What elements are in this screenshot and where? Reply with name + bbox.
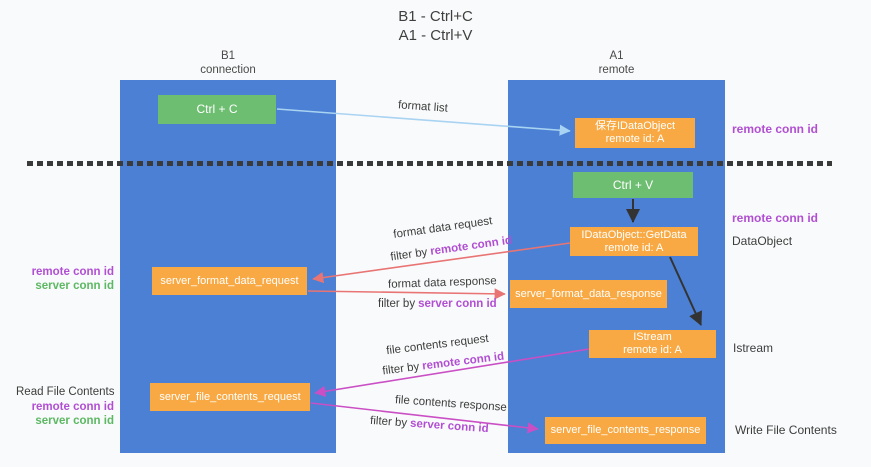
label-write-file-contents: Write File Contents [735,423,837,437]
diagram-title: B1 - Ctrl+C A1 - Ctrl+V [0,7,871,45]
edge-label-file-contents-response: file contents response [394,394,508,414]
column-b1-name: B1 [220,50,236,62]
node-server-file-contents-response: server_file_contents_response [545,417,706,444]
node-saved-idataobject-line2: remote id: A [605,133,665,145]
node-server-format-data-request: server_format_data_request [152,267,307,295]
node-idataobject-getdata: IDataObject::GetData remote id: A [570,227,698,256]
node-ctrl-v: Ctrl + V [573,172,693,198]
node-saved-idataobject-line1: 保存IDataObject [594,120,676,132]
filter-key-server-conn-id: server conn id [409,417,489,436]
node-getdata-line2: remote id: A [604,241,664,254]
filter-key-remote-conn-id: remote conn id [421,350,505,373]
node-istream: IStream remote id: A [589,330,716,358]
node-getdata-line1: IDataObject::GetData [581,228,687,241]
column-a1-name: A1 [609,50,624,62]
node-file-response-label: server_file_contents_response [550,424,701,436]
edge-label-format-data-request: format data request [392,215,494,241]
label-istream: Istream [733,341,774,355]
node-ctrl-c-label: Ctrl + C [196,102,238,116]
title-line-1: B1 - Ctrl+C [398,8,473,25]
filter-prefix: filter by [378,298,416,310]
node-server-format-data-response: server_format_data_response [510,280,667,308]
node-format-request-label: server_format_data_request [160,274,299,287]
node-istream-line2: remote id: A [623,344,682,356]
label-remote-conn-id-right-mid: remote conn id [732,211,819,225]
node-istream-line1: IStream [633,331,672,343]
node-server-file-contents-request: server_file_contents_request [150,383,310,411]
label-remote-conn-id-right-top: remote conn id [732,122,819,136]
arrow-format-data-response [307,288,506,300]
filter-key-server-conn-id: server conn id [418,298,497,310]
filter-key-remote-conn-id: remote conn id [429,234,513,258]
edge-label-format-data-response: format data response [387,275,497,291]
column-header-b1: B1 connection [120,49,336,77]
label-remote-conn-id-left-top: remote conn id [31,266,114,278]
node-format-response-label: server_format_data_response [515,287,662,300]
filter-prefix: filter by [389,246,429,264]
label-dataobject: DataObject [732,234,793,248]
label-read-file-contents: Read File Contents [16,386,115,398]
machine-boundary-dashed-line [27,161,832,166]
column-a1-role: remote [598,64,635,76]
label-server-conn-id-left-top: server conn id [35,280,114,292]
node-ctrl-v-label: Ctrl + V [612,177,654,192]
node-saved-idataobject: 保存IDataObject remote id: A [575,118,695,148]
node-ctrl-c: Ctrl + C [158,95,276,124]
label-server-conn-id-left-bottom: server conn id [35,415,114,427]
edge-label-format-list: format list [397,99,449,115]
title-line-2: A1 - Ctrl+V [398,27,473,44]
filter-prefix: filter by [381,360,420,378]
column-b1-role: connection [200,64,256,76]
column-header-a1: A1 remote [508,49,725,77]
node-file-request-label: server_file_contents_request [159,390,301,403]
filter-prefix: filter by [369,414,408,430]
label-remote-conn-id-left-bottom: remote conn id [31,401,114,413]
